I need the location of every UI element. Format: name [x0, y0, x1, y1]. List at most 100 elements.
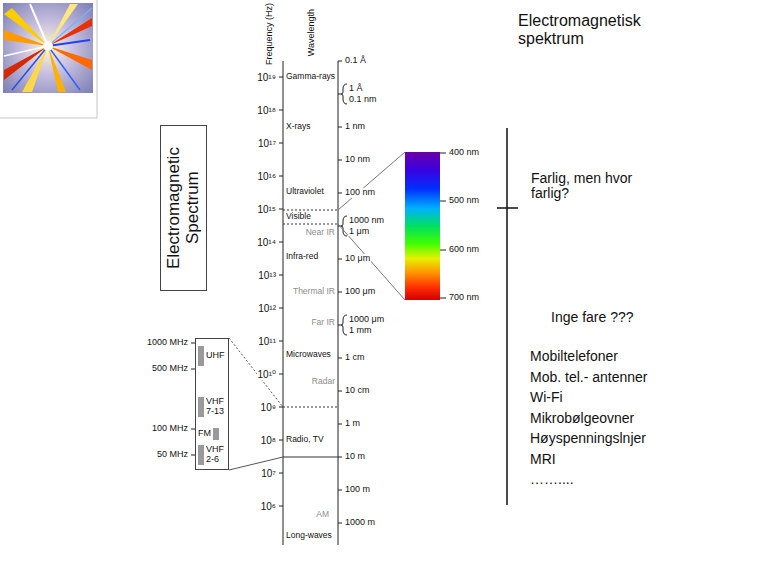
inset-frequency: 1000 MHz [146, 338, 189, 348]
wavelength-value: 100 nm [344, 188, 376, 198]
colour-ticks [440, 153, 446, 298]
wavelength-value: 1000 nm [348, 216, 385, 226]
frequency-value: 10⁷ [260, 468, 277, 479]
wavelength-ticks [338, 61, 342, 523]
source-item: Wi-Fi [529, 390, 564, 405]
wavelength-value: 1000 m [344, 518, 376, 528]
band-name: Long-waves [285, 531, 333, 540]
frequency-value: 10¹⁹ [256, 72, 277, 83]
frequency-value: 10¹² [257, 303, 277, 314]
inset-frequency: 50 MHz [156, 450, 189, 460]
colour-wavelength: 400 nm [448, 148, 480, 158]
wavelength-value: 0.1 Å [344, 56, 367, 66]
source-item: Mikrobølgeovner [529, 411, 635, 426]
band-bar [198, 445, 204, 465]
note-text: Inge fare ??? [550, 310, 635, 325]
frequency-ticks [279, 77, 283, 506]
logo-ray [48, 46, 66, 92]
note-text: Farlig, men hvor farlig? [530, 171, 657, 202]
danger-scale-line [497, 128, 518, 505]
band-subname: AM [315, 510, 330, 519]
band-label: VHF 7-13 [206, 397, 226, 417]
scale-axis [283, 61, 338, 545]
source-item: …….... [529, 472, 575, 487]
logo-ground [3, 3, 93, 93]
inset-frequency: 500 MHz [151, 364, 189, 374]
band-subname: Far IR [310, 318, 336, 327]
visible-colour-bar [405, 152, 440, 300]
band-name: Radio, TV [285, 435, 325, 444]
logo-track [48, 8, 92, 46]
wavelength-value: 10 cm [344, 386, 371, 396]
logo-track [12, 46, 48, 90]
band-name: Visible [285, 212, 312, 221]
band-label: UHF [206, 351, 225, 361]
band-boundary [283, 457, 338, 458]
frequency-value: 10¹⁷ [257, 138, 277, 149]
source-item: Mob. tel.- antenner [529, 370, 649, 385]
band-name: Infra-red [285, 252, 319, 261]
band-subname: Thermal IR [292, 287, 336, 296]
wavelength-value: 1 m [344, 419, 361, 429]
colour-wavelength: 600 nm [448, 245, 480, 255]
logo-ray [48, 18, 92, 46]
zoom-line [229, 338, 283, 407]
logo-ray [4, 46, 48, 80]
wavelength-value: 10 μm [344, 254, 371, 264]
logo [3, 3, 93, 93]
band-subname: Near IR [305, 228, 336, 237]
corner-rule [0, 0, 97, 118]
band-bar [198, 397, 204, 417]
band-name: Gamma-rays [285, 72, 336, 81]
source-item: MRI [529, 452, 557, 467]
wavelength-value: 1 nm [344, 122, 366, 132]
wavelength-value: 100 μm [344, 287, 376, 297]
source-item: Høyspenningslnjer [529, 431, 647, 446]
wavelength-value: 10 nm [344, 155, 371, 165]
frequency-value: 10⁶ [260, 501, 277, 512]
wavelength-value: 1 μm [348, 227, 370, 237]
band-boundary [283, 210, 338, 407]
logo-track [48, 46, 80, 90]
vertical-heading: Electromagnetic Spectrum [165, 130, 202, 286]
zoom-line [338, 152, 405, 300]
wavelength-value: 100 m [344, 485, 371, 495]
frequency-value: 10¹⁶ [256, 171, 277, 182]
frequency-value: 10¹⁵ [256, 204, 277, 215]
wavelength-value: 10 m [344, 452, 366, 462]
band-name: X-rays [285, 122, 312, 131]
wavelength-value: 0.1 nm [348, 95, 378, 105]
band-bar [213, 428, 219, 440]
frequency-value: 10¹⁴ [256, 237, 277, 248]
colour-wavelength: 700 nm [448, 293, 480, 303]
source-item: Mobiltelefoner [529, 349, 619, 364]
frequency-inset: UHFVHF 7-13FMVHF 2-6 [195, 338, 229, 470]
frequency-value: 10¹³ [257, 270, 277, 281]
logo-ray [48, 4, 78, 46]
axis-title: Wavelength [307, 8, 317, 57]
brace [341, 84, 347, 104]
band-subname: Radar [311, 377, 336, 386]
frequency-value: 10¹⁸ [256, 105, 277, 116]
logo-ray [4, 8, 48, 46]
wavelength-value: 1 Å [348, 84, 364, 94]
frequency-value: 10¹¹ [257, 336, 277, 347]
logo-track [30, 4, 48, 46]
brace [341, 315, 347, 335]
frequency-value: 10⁹ [260, 402, 277, 413]
band-name: Ultraviolet [285, 187, 325, 196]
wavelength-value: 1 mm [348, 326, 373, 336]
wavelength-value: 1000 μm [348, 315, 385, 325]
inset-frequency: 100 MHz [151, 424, 189, 434]
frequency-value: 10¹⁰ [257, 369, 277, 380]
band-label: VHF 2-6 [206, 445, 226, 465]
logo-ray [22, 46, 48, 92]
wavelength-value: 1 cm [344, 353, 366, 363]
slide-title: Electromagnetisk spektrum [517, 12, 669, 47]
logo-core [43, 41, 53, 51]
colour-wavelength: 500 nm [448, 196, 480, 206]
frequency-value: 10⁸ [260, 435, 277, 446]
